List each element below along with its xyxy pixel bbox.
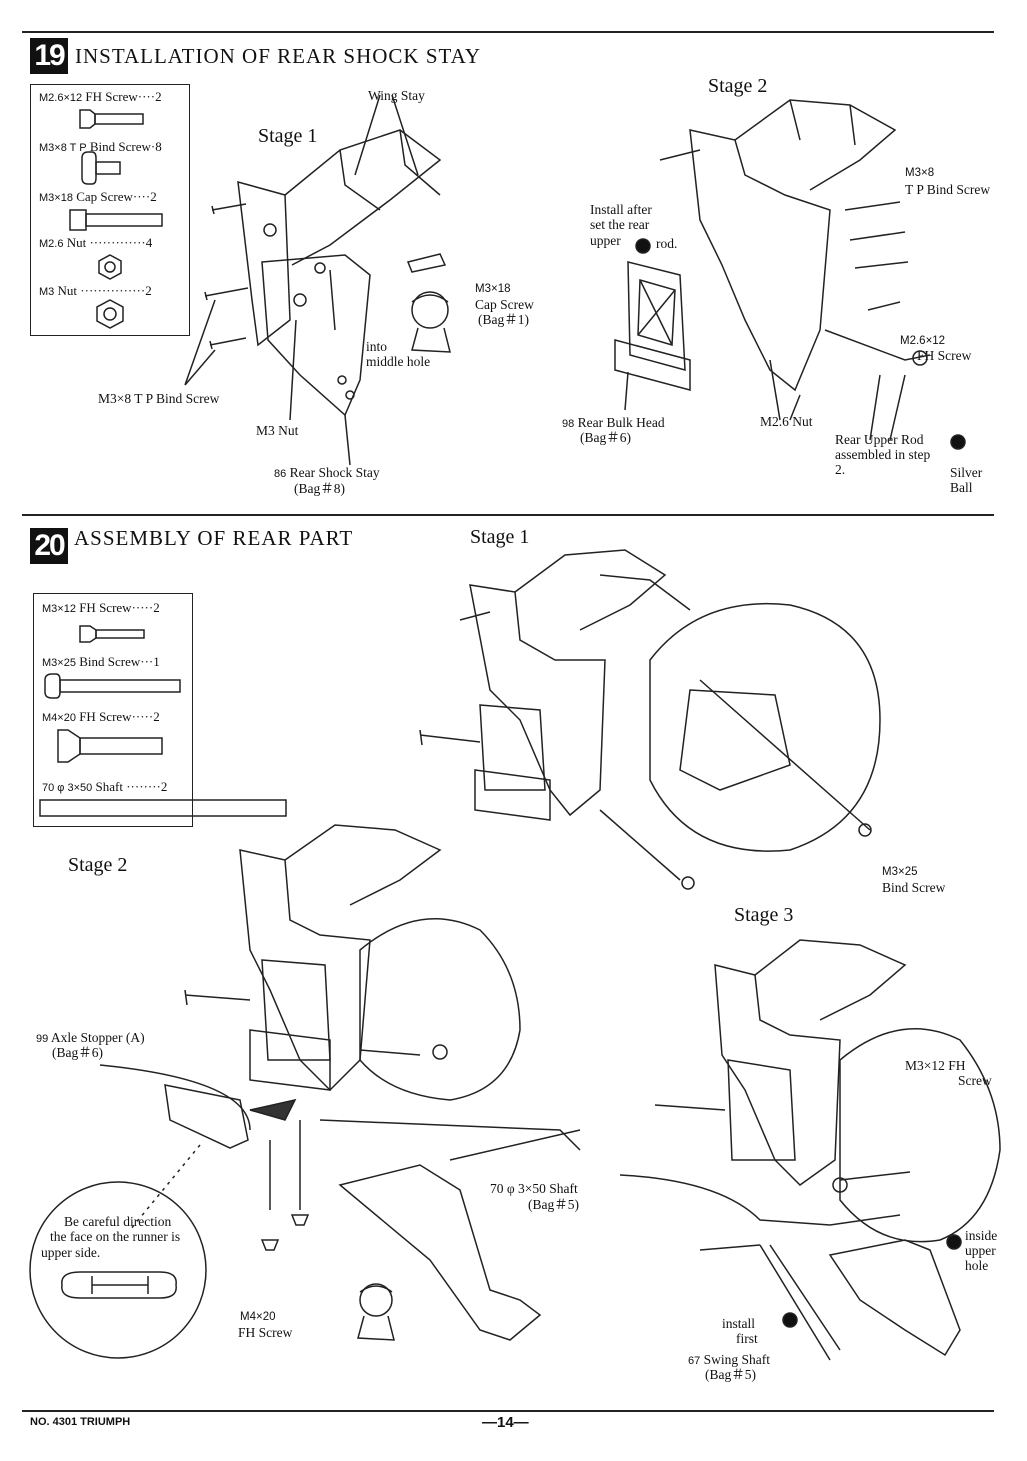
runner-detail-icon bbox=[61, 1271, 177, 1299]
arrow-up-icon bbox=[950, 434, 966, 450]
arrow-down-icon bbox=[635, 238, 651, 254]
install-first-label: install bbox=[722, 1316, 755, 1331]
shaft-bag-label: (Bag＃5) bbox=[528, 1197, 579, 1212]
nut-icon bbox=[98, 254, 122, 280]
step-20-parts-box: M3×12 FH Screw·····2 M3×25 Bind Screw···… bbox=[33, 593, 193, 827]
step-19-stage-2-label: Stage 2 bbox=[708, 75, 768, 97]
part-row: M3×25 Bind Screw···1 bbox=[42, 654, 160, 669]
rear-assembly-stage-3-drawing bbox=[619, 939, 1001, 1361]
mascot-icon bbox=[411, 291, 451, 353]
cap-screw-label: Cap Screw bbox=[475, 297, 534, 312]
part-row: M3×8 T P Bind Screw·8 bbox=[39, 139, 162, 154]
step-20-title: ASSEMBLY OF REAR PART bbox=[74, 526, 354, 550]
bind-screw-label: M3×8 T P Bind Screw bbox=[98, 391, 220, 406]
arrow-right-icon bbox=[946, 1234, 962, 1250]
assembled-label: assembled in step bbox=[835, 447, 931, 462]
swing-shaft-bag-label: (Bag＃5) bbox=[705, 1367, 756, 1382]
install-after-label-2: set the rear bbox=[590, 217, 650, 232]
axle-stopper-label: 99 Axle Stopper (A) bbox=[36, 1030, 145, 1045]
page-number: —14— bbox=[482, 1414, 529, 1431]
m3x25-label: M3×25 bbox=[882, 866, 918, 878]
upper-label: upper bbox=[965, 1243, 996, 1258]
nut-icon bbox=[96, 299, 124, 329]
careful-label-3: upper side. bbox=[41, 1245, 101, 1260]
bind-screw-icon bbox=[81, 151, 121, 185]
m3x8-label: M3×8 bbox=[905, 167, 935, 179]
footer-model: NO. 4301 TRIUMPH bbox=[30, 1416, 131, 1428]
step-20-stage-2-label: Stage 2 bbox=[68, 854, 128, 876]
part-row: 70 φ 3×50 Shaft ········2 bbox=[42, 779, 168, 794]
section-divider bbox=[22, 514, 994, 516]
shaft-label: 70 φ 3×50 Shaft bbox=[490, 1181, 578, 1196]
cap-screw-icon bbox=[69, 209, 163, 231]
rear-bulk-head-bag-label: (Bag＃6) bbox=[580, 430, 631, 445]
cap-screw-bag-label: (Bag＃1) bbox=[478, 312, 529, 327]
rear-bulk-head-drawing bbox=[614, 99, 931, 441]
fh-screw-icon bbox=[79, 109, 144, 129]
fh-screw-20-label: FH Screw bbox=[238, 1325, 293, 1340]
silver-label: Silver bbox=[950, 465, 983, 480]
step-19-badge: 19 bbox=[30, 38, 68, 74]
into-label: into bbox=[366, 339, 388, 354]
shaft-icon bbox=[39, 799, 287, 817]
footer-rule bbox=[22, 1410, 994, 1412]
middle-hole-label: middle hole bbox=[366, 354, 431, 369]
part-row: M4×20 FH Screw·····2 bbox=[42, 709, 160, 724]
step-20-stage-3-label: Stage 3 bbox=[734, 904, 794, 926]
step-20-badge: 20 bbox=[30, 528, 68, 564]
fh-screw-icon bbox=[79, 625, 145, 643]
rear-bulk-head-label: 98 Rear Bulk Head bbox=[562, 415, 665, 430]
install-after-label-3: upper bbox=[590, 233, 621, 248]
swing-shaft-label: 67 Swing Shaft bbox=[688, 1352, 771, 1367]
m4x20-label: M4×20 bbox=[240, 1311, 276, 1323]
arrow-up-icon bbox=[782, 1312, 798, 1328]
wing-stay-label: Wing Stay bbox=[368, 88, 425, 103]
install-after-label-4: rod. bbox=[656, 236, 678, 251]
part-row: M2.6×12 FH Screw····2 bbox=[39, 89, 162, 104]
step-19-parts-box: M2.6×12 FH Screw····2 M3×8 T P Bind Scre… bbox=[30, 84, 190, 336]
step-19-stage-1-label: Stage 1 bbox=[258, 125, 318, 147]
m3x12-fh-label: M3×12 FH bbox=[905, 1058, 966, 1073]
rear-shock-stay-drawing bbox=[184, 94, 447, 466]
cap-screw-size-label: M3×18 bbox=[475, 283, 511, 295]
mascot-icon bbox=[357, 1283, 395, 1341]
callout-circle bbox=[29, 1181, 207, 1359]
install-first-label-2: first bbox=[736, 1331, 758, 1346]
rear-assembly-stage-1-drawing bbox=[419, 549, 881, 890]
rear-shock-stay-bag-label: (Bag＃8) bbox=[294, 481, 345, 496]
hole-label: hole bbox=[965, 1258, 989, 1273]
step-20-stage-1-label: Stage 1 bbox=[470, 526, 530, 548]
part-row: M3 Nut ···············2 bbox=[39, 283, 152, 298]
axle-stopper-bag-label: (Bag＃6) bbox=[52, 1045, 103, 1060]
m26-nut-label: M2.6 Nut bbox=[760, 414, 813, 429]
ball-label: Ball bbox=[950, 480, 973, 495]
bind-screw-icon bbox=[44, 673, 181, 699]
rear-upper-rod-label: Rear Upper Rod bbox=[835, 432, 924, 447]
top-rule bbox=[22, 31, 994, 33]
step-19-title: INSTALLATION OF REAR SHOCK STAY bbox=[75, 44, 482, 68]
part-row: M3×18 Cap Screw····2 bbox=[39, 189, 157, 204]
rear-shock-stay-label: 86 Rear Shock Stay bbox=[274, 465, 380, 480]
m3-nut-label: M3 Nut bbox=[256, 423, 299, 438]
install-after-label: Install after bbox=[590, 202, 652, 217]
step-2-label: 2. bbox=[835, 462, 846, 477]
bind-screw-20-label: Bind Screw bbox=[882, 880, 946, 895]
part-row: M3×12 FH Screw·····2 bbox=[42, 600, 160, 615]
careful-label-2: the face on the runner is bbox=[50, 1229, 181, 1244]
fh-screw-label: FH Screw bbox=[917, 348, 972, 363]
fh-screw-icon bbox=[57, 729, 163, 763]
part-row: M2.6 Nut ·············4 bbox=[39, 235, 153, 250]
careful-label: Be careful direction bbox=[64, 1214, 172, 1229]
tp-bind-screw-label: T P Bind Screw bbox=[905, 182, 991, 197]
m26x12-label: M2.6×12 bbox=[900, 335, 946, 347]
inside-label: inside bbox=[965, 1228, 998, 1243]
rear-assembly-stage-2-drawing bbox=[99, 824, 581, 1341]
